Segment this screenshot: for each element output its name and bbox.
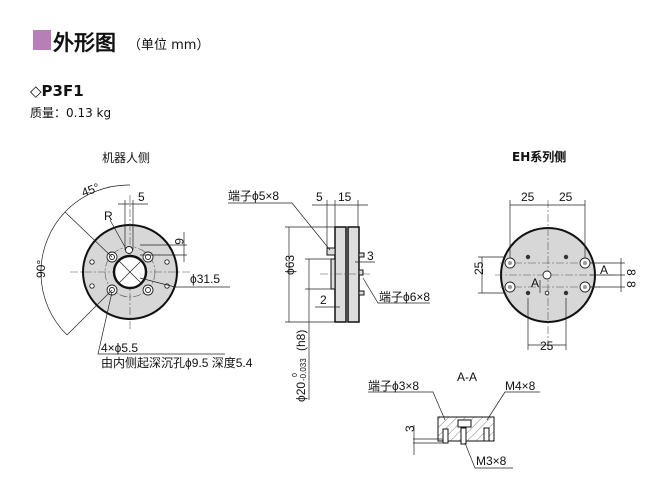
eh-side-view: 25 25 25 25 8 8 A A: [472, 190, 638, 353]
section-title: A-A: [457, 370, 477, 384]
dia-31-5-label: ϕ31.5: [190, 272, 220, 286]
fit-label: (h8): [294, 330, 308, 351]
pin-3x8-label: 端子ϕ3×8: [368, 379, 419, 393]
tolerance-lower: -0.033: [299, 358, 308, 381]
pin-5x8-label: 端子ϕ5×8: [228, 189, 279, 203]
model-name: ◇P3F1: [30, 82, 84, 100]
dim-2: 2: [320, 293, 327, 307]
dim-25-right: 25: [559, 190, 573, 204]
angle-90-label: 90°: [34, 260, 48, 278]
dim-8-top: 8: [624, 269, 638, 276]
dia-63-label: ϕ63: [283, 255, 297, 275]
robot-side-title: 机器人侧: [102, 151, 151, 165]
dia-20-label: ϕ20: [294, 382, 308, 402]
side-view: 端子ϕ5×8 5 15 ϕ63 3 2 端子ϕ6×8 ϕ20 0 -0.033 …: [228, 189, 430, 402]
tolerance-upper: 0: [292, 373, 299, 377]
holes-label: 4×ϕ5.5: [101, 341, 138, 355]
dim-25-vertical: 25: [472, 261, 486, 275]
dim-3: 3: [403, 425, 417, 432]
m3x8-label: M3×8: [476, 454, 507, 468]
pin-6x8-label: 端子ϕ6×8: [379, 290, 430, 304]
eh-mount-holes: [504, 257, 591, 293]
dim-5: 5: [316, 190, 323, 204]
r-pin-hole: [125, 246, 133, 254]
dim-3: 3: [367, 249, 374, 263]
counterbore-note: 由内侧起深沉孔ϕ9.5 深度5.4: [101, 355, 253, 370]
weight: 质量：0.13 kg: [30, 106, 112, 120]
unit-note: （单位 mm）: [128, 38, 210, 53]
robot-side-view: 45° 90° 5 R 6 ϕ31.5 4×ϕ5.5 由内侧起深沉孔ϕ9.5 深…: [34, 180, 253, 370]
title-color-marker: [33, 30, 51, 50]
section-mark-a-right: A: [600, 263, 608, 277]
dim-6: 6: [172, 238, 186, 245]
radius-label: R: [104, 209, 113, 223]
dim-8-bottom: 8: [624, 281, 638, 288]
m4x8-label: M4×8: [505, 379, 536, 393]
section-a-a: A-A 端子ϕ3×8 M4×8 M3×8 3: [368, 370, 540, 469]
section-mark-a-left: A: [531, 276, 539, 290]
dim-25-left: 25: [521, 190, 535, 204]
eh-side-title-text: EH系列侧: [512, 150, 567, 164]
eh-side-title: EH系列侧: [512, 148, 566, 165]
dim-15: 15: [338, 190, 352, 204]
dim-25-bottom: 25: [540, 339, 554, 353]
page-title: 外形图: [53, 31, 116, 55]
angle-45-label: 45°: [80, 180, 102, 199]
dim-5: 5: [138, 190, 145, 204]
